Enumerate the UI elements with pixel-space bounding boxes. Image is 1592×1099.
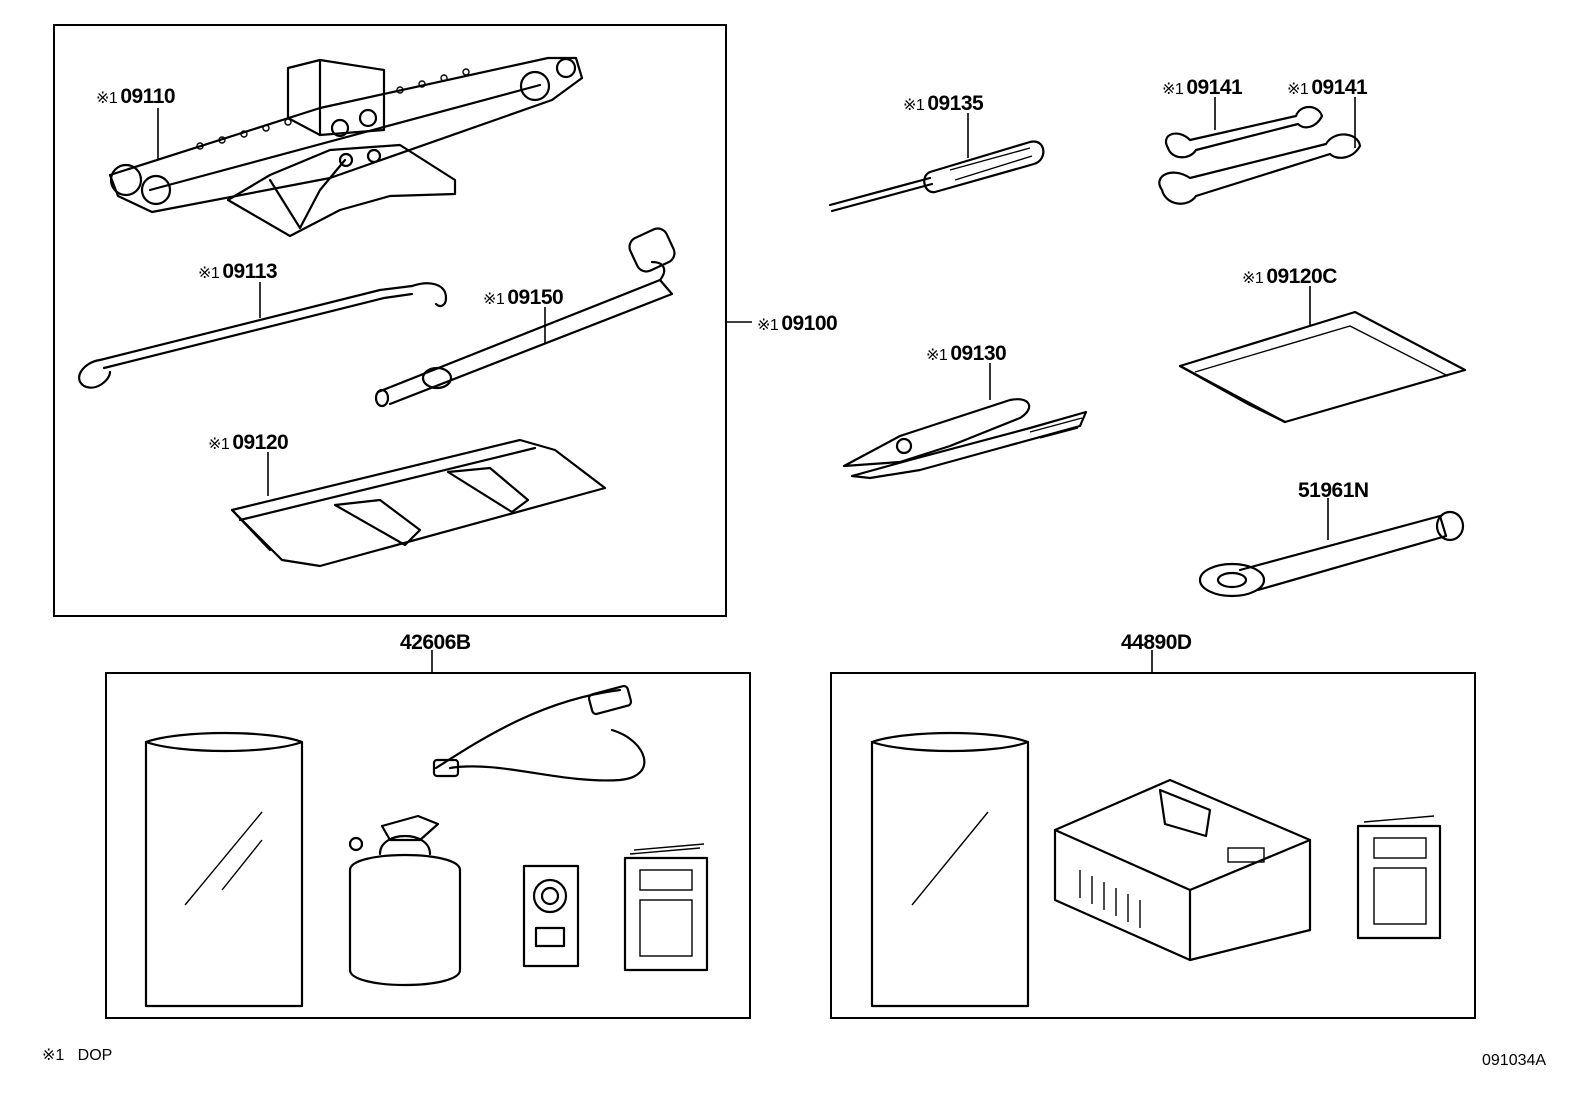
repair-kit-frame-44890d <box>830 672 1476 1019</box>
repair-kit-frame-42606b <box>105 672 751 1019</box>
jack-handle-rod-icon <box>78 282 448 389</box>
scissor-jack-icon <box>108 56 584 238</box>
callout-42606b: 42606B <box>400 631 471 654</box>
callout-51961n: 51961N <box>1298 479 1369 502</box>
wheel-nut-wrench-icon <box>374 227 676 408</box>
storage-pouch-icon <box>1178 310 1467 424</box>
tool-kit-frame <box>53 24 727 617</box>
screwdriver-icon <box>828 140 1045 213</box>
leader-lines <box>157 97 1356 673</box>
valve-sticker-icon <box>522 864 580 968</box>
callout-44890d: 44890D <box>1121 631 1192 654</box>
spare-wheel-lock-tool-icon <box>1198 510 1465 598</box>
tool-bag-icon <box>230 438 607 568</box>
footnote-legend: ※1 DOP <box>42 1047 113 1064</box>
instruction-booklet-icon <box>623 843 709 972</box>
sealant-bag-icon <box>144 731 304 1008</box>
sealant-bag-2-icon <box>870 731 1030 1008</box>
pliers-icon <box>842 398 1088 480</box>
inflation-hose-icon <box>432 684 646 782</box>
air-compressor-icon <box>1053 778 1312 962</box>
diagram-id: 091034A <box>1482 1052 1547 1069</box>
instruction-booklet-2-icon <box>1356 815 1442 940</box>
sealant-bottle-icon <box>348 814 462 987</box>
open-end-wrenches-icon <box>1158 105 1362 205</box>
